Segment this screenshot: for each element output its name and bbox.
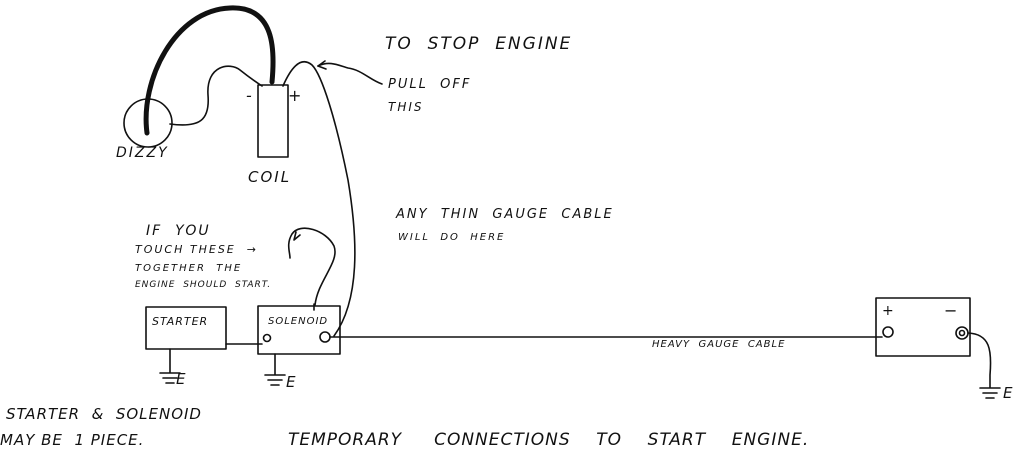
touch-line4: ENGINE SHOULD START.: [135, 280, 272, 290]
battery-box: [875, 297, 971, 357]
coil-label: COIL: [248, 168, 292, 186]
coil-body: [257, 84, 289, 158]
starter-label: STARTER: [152, 315, 209, 328]
stop-engine-line2: PULL OFF: [388, 77, 472, 92]
thin-cable-line2: WILL DO HERE: [398, 232, 506, 243]
earth-label-solenoid: E: [286, 373, 298, 391]
coil-plus-lead: [282, 61, 356, 337]
thin-cable-loop: [287, 227, 336, 306]
touch-line2: TOUCH THESE →: [135, 243, 258, 256]
battery-plus: +: [882, 303, 896, 319]
pull-off-pointer: [317, 62, 383, 85]
stop-engine-line1: TO STOP ENGINE: [385, 34, 573, 54]
dizzy-label: DIZZY: [116, 145, 169, 161]
ht-lead: [143, 5, 276, 136]
thin-cable-line1: ANY THIN GAUGE CABLE: [396, 207, 614, 222]
starter-box: [145, 306, 227, 350]
earth-label-starter: E: [176, 370, 188, 388]
battery-minus: −: [944, 301, 960, 320]
note-line1: STARTER & SOLENOID: [6, 405, 202, 423]
dizzy-coil-lead: [169, 65, 263, 126]
solenoid-box: [257, 305, 341, 355]
earth-label-battery: E: [1003, 384, 1015, 402]
touch-line3: TOGETHER THE: [135, 263, 243, 274]
coil-plus-label: +: [288, 86, 304, 105]
coil-minus-label: -: [246, 86, 254, 105]
touch-line1: IF YOU: [146, 223, 211, 239]
stop-engine-line3: THIS: [388, 100, 424, 114]
diagram-title: TEMPORARY CONNECTIONS TO START ENGINE.: [288, 430, 810, 450]
solenoid-label: SOLENOID: [268, 316, 329, 327]
note-line2: MAY BE 1 PIECE.: [0, 431, 145, 449]
heavy-cable-label: HEAVY GAUGE CABLE: [652, 339, 786, 350]
